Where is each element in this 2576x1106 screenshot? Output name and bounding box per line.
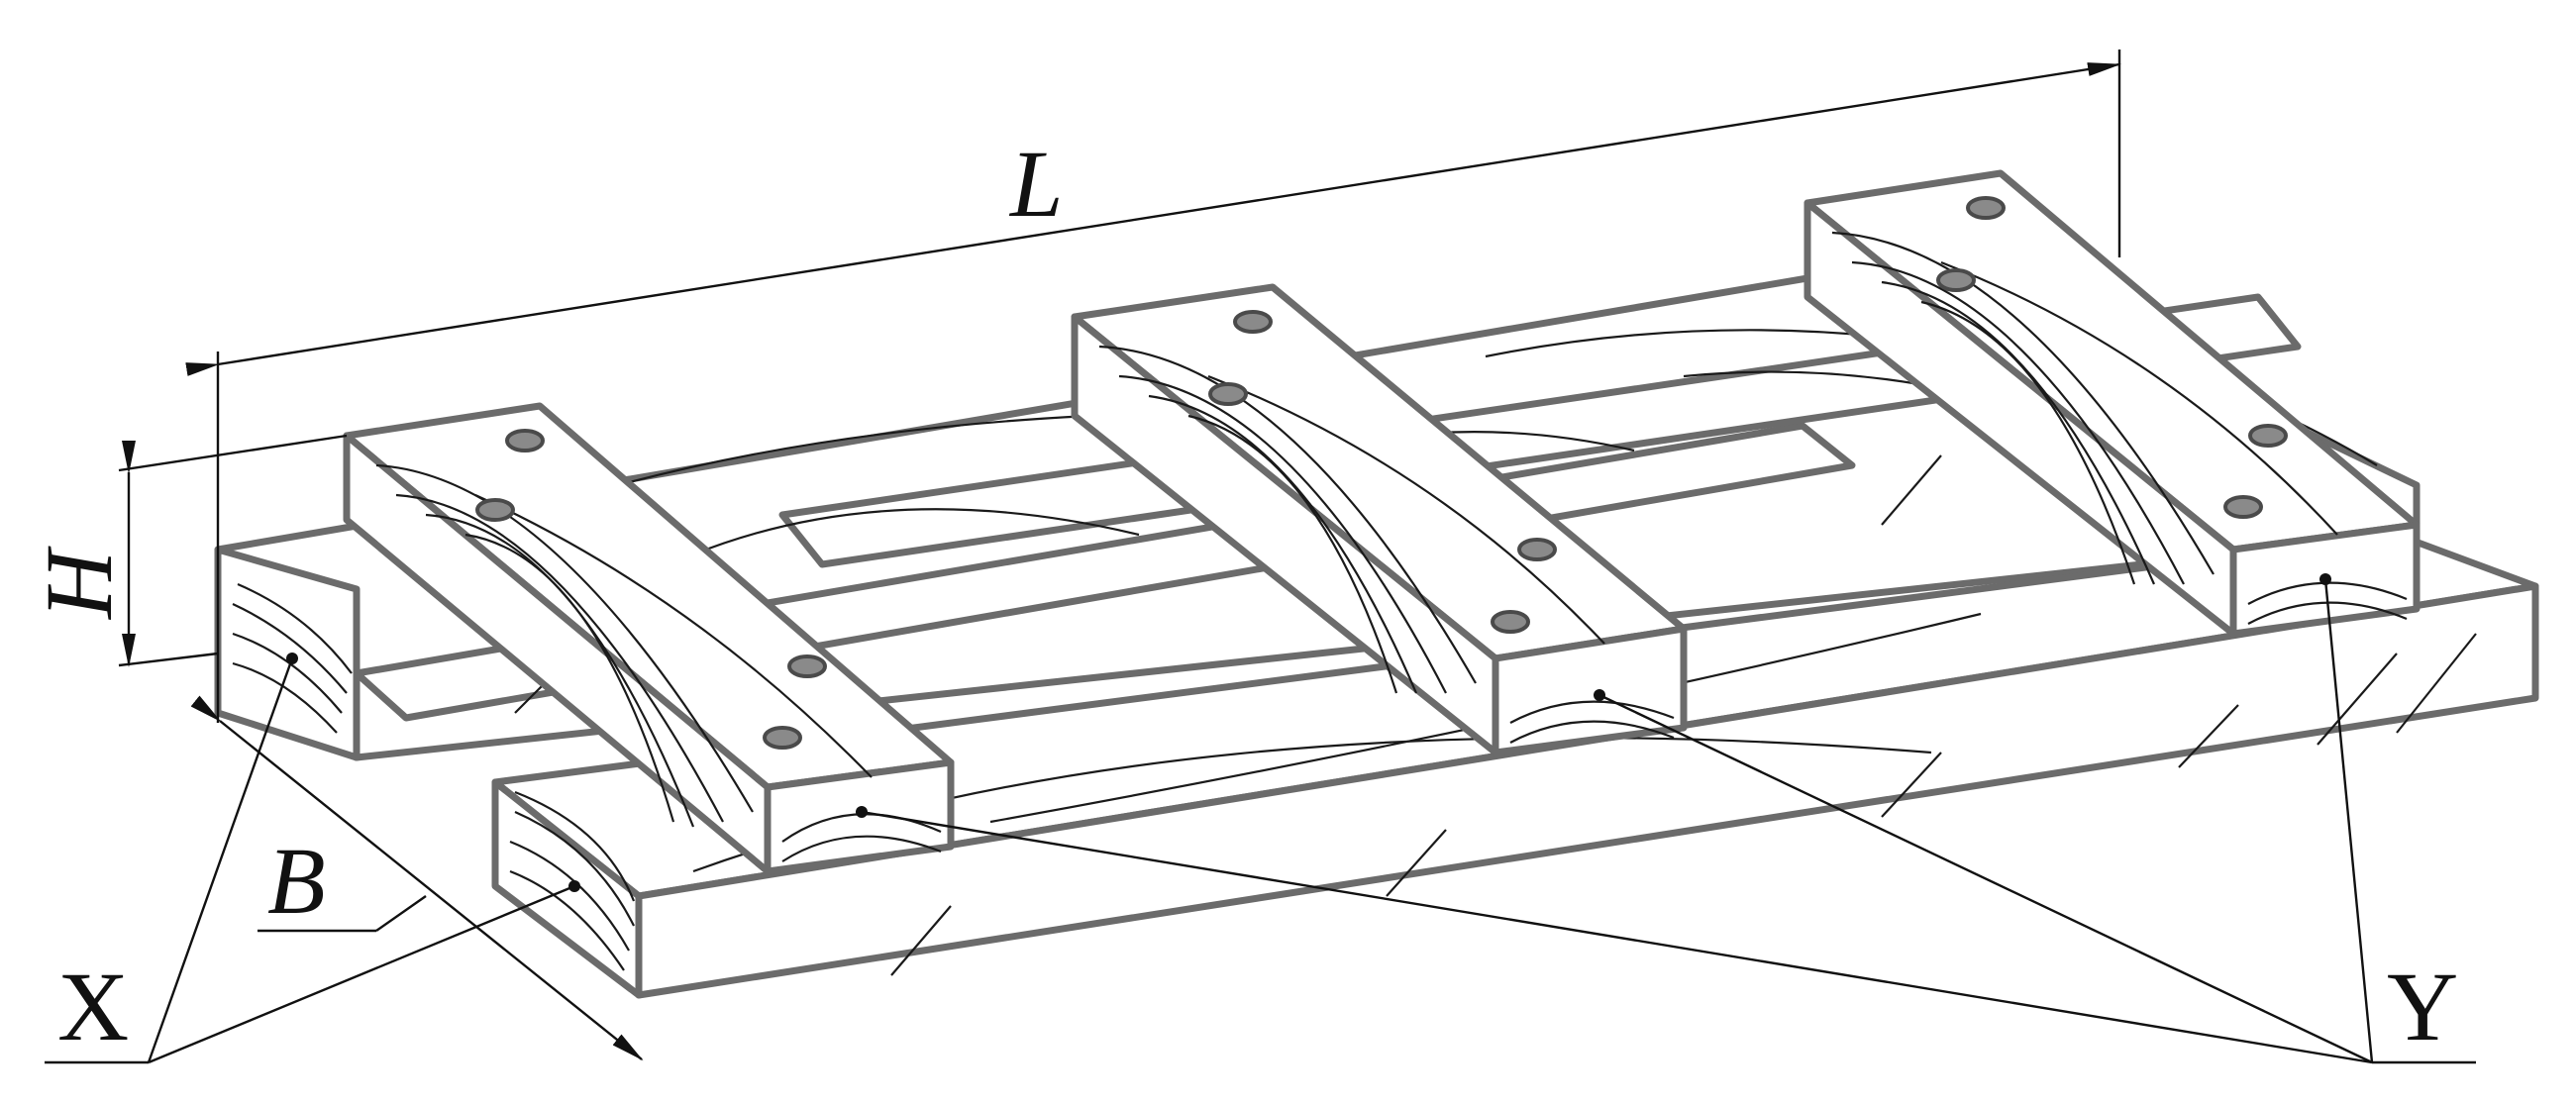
callout-y: Y: [856, 573, 2476, 1064]
bolt-2: [475, 498, 515, 522]
height-label: H: [26, 546, 132, 621]
callout-x-leader-2: [148, 884, 575, 1064]
width-label: B: [267, 828, 326, 934]
callout-x-dot-2: [568, 880, 580, 892]
length-dimension-line: [185, 62, 2121, 376]
callout-y-leader-3: [2323, 578, 2374, 1063]
cross-block-2-end: [1492, 625, 1688, 756]
bolt-9: [1966, 196, 2006, 220]
height-extension-top: [118, 434, 348, 472]
callout-y-label: Y: [2387, 952, 2458, 1061]
callout-y-dot-2: [1594, 689, 1605, 701]
callout-x-leader-1: [147, 657, 294, 1063]
callout-y-dot-3: [2319, 573, 2331, 585]
bolt-5: [1233, 310, 1273, 334]
height-extension-bottom: [118, 652, 219, 667]
callout-x-label: X: [57, 952, 129, 1061]
cross-block-2: [1071, 283, 1688, 756]
height-dimension: H: [26, 434, 348, 667]
width-leader-slant: [375, 895, 427, 932]
width-dimension: B: [190, 695, 644, 1061]
bolt-8: [1491, 610, 1530, 634]
bolt-6: [1208, 382, 1248, 406]
callout-y-dot-1: [856, 806, 868, 818]
callout-y-leader-1: [861, 810, 2373, 1064]
cross-block-2-bolts: [1208, 310, 1557, 634]
callout-y-leader-2: [1598, 693, 2373, 1064]
bolt-10: [1936, 268, 1976, 292]
bolt-11: [2248, 424, 2288, 448]
bolt-7: [1517, 538, 1557, 561]
bolt-12: [2223, 495, 2263, 519]
length-label: L: [1008, 131, 1063, 237]
callout-x: X: [45, 653, 580, 1064]
callout-x-dot-1: [286, 653, 298, 664]
bolt-1: [505, 429, 545, 452]
length-dimension: L: [185, 50, 2121, 723]
cross-block-1-grain: [375, 463, 942, 862]
bolt-3: [787, 654, 827, 678]
cross-block-1-bolts: [475, 429, 827, 750]
bolt-4: [763, 726, 802, 750]
width-dimension-line: [190, 695, 644, 1061]
